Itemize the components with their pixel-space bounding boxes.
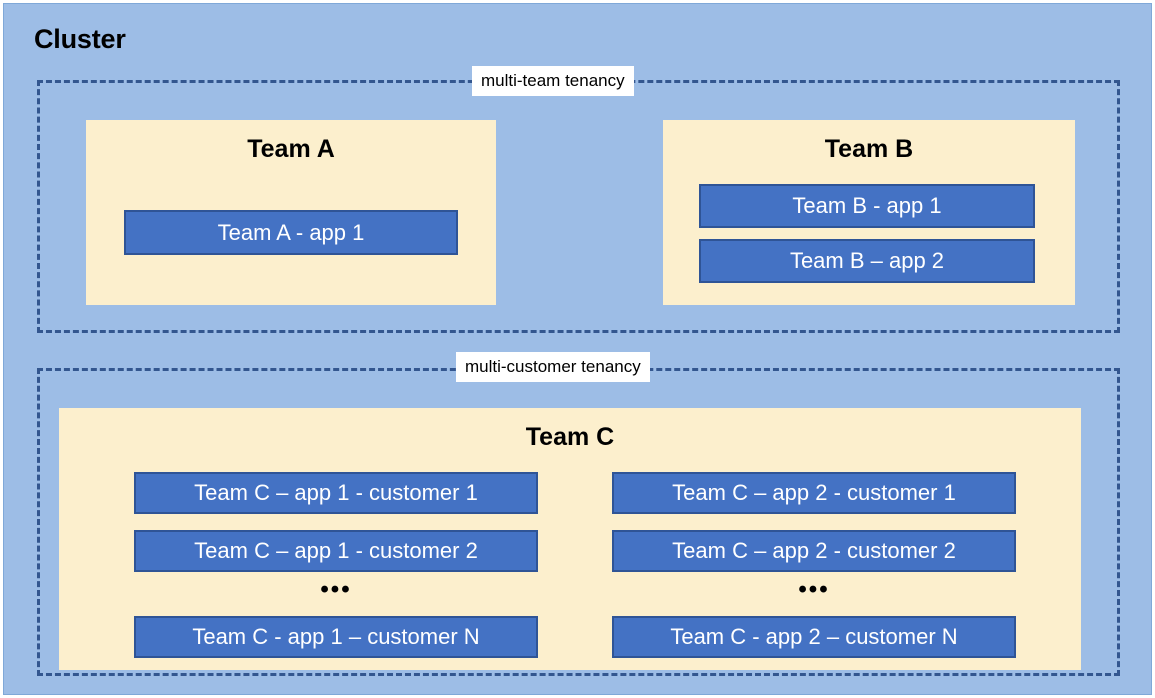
cluster-title: Cluster <box>34 24 126 54</box>
team-a-title: Team A <box>247 135 335 163</box>
app-box-team-c-app-1-customer-1[interactable]: Team C – app 1 - customer 1 <box>134 472 538 514</box>
app-box-team-c-app-1-customer-n[interactable]: Team C - app 1 – customer N <box>134 616 538 658</box>
team-c-container: Team C Team C – app 1 - customer 1 Team … <box>59 408 1081 670</box>
cluster-container: Cluster Team A Team A - app 1 Team B Tea… <box>3 3 1152 695</box>
app-box-team-b-app-1[interactable]: Team B - app 1 <box>699 184 1035 228</box>
multi-team-tenancy-label: multi-team tenancy <box>472 66 634 96</box>
ellipsis-team-c-app-2: ••• <box>798 576 830 603</box>
app-box-team-c-app-2-customer-n[interactable]: Team C - app 2 – customer N <box>612 616 1016 658</box>
team-b-title: Team B <box>824 135 914 163</box>
app-box-team-c-app-2-customer-1[interactable]: Team C – app 2 - customer 1 <box>612 472 1016 514</box>
app-box-team-b-app-2[interactable]: Team B – app 2 <box>699 239 1035 283</box>
app-box-team-c-app-2-customer-2[interactable]: Team C – app 2 - customer 2 <box>612 530 1016 572</box>
app-box-team-a-app-1[interactable]: Team A - app 1 <box>124 210 458 255</box>
multi-team-tenancy-region: Team A Team A - app 1 Team B Team B - ap… <box>37 80 1120 333</box>
multi-customer-tenancy-label: multi-customer tenancy <box>456 352 650 382</box>
team-c-title: Team C <box>525 423 615 451</box>
multi-customer-tenancy-region: Team C Team C – app 1 - customer 1 Team … <box>37 368 1120 676</box>
ellipsis-team-c-app-1: ••• <box>320 576 352 603</box>
app-box-team-c-app-1-customer-2[interactable]: Team C – app 1 - customer 2 <box>134 530 538 572</box>
team-b-container: Team B Team B - app 1 Team B – app 2 <box>663 120 1075 305</box>
team-a-container: Team A Team A - app 1 <box>86 120 496 305</box>
